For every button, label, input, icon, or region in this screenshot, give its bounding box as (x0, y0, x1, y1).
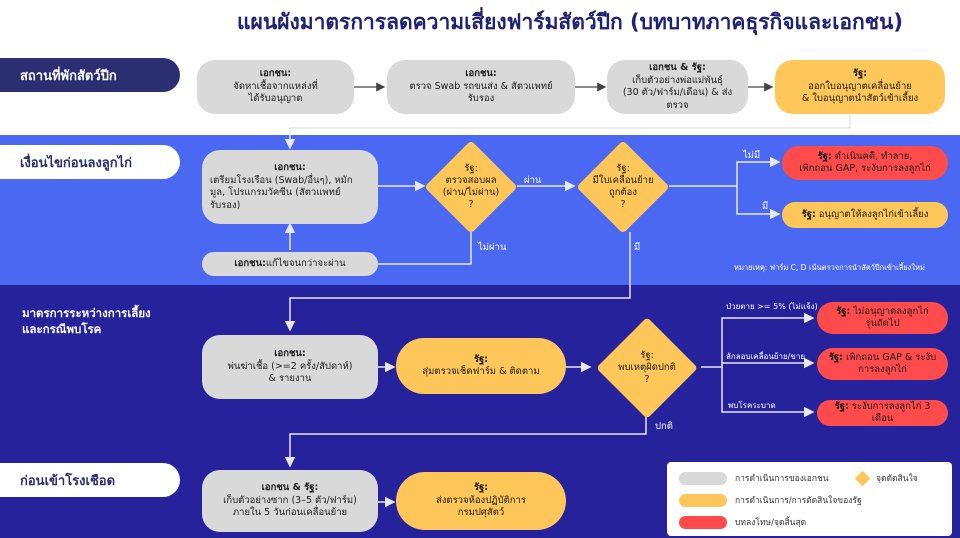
box-body: รัฐ: เพิกถอน GAP & ระงับ การลงลูกไก่ (828, 351, 937, 376)
prosecute-box: รัฐ: ดำเนินคดี, ทำลาย, เพิกถอน GAP, ระงั… (782, 146, 948, 180)
box-body: ส่งตรวจห้องปฏิบัติการ กรมปศุสัตว์ (435, 494, 526, 519)
legend-private: การดำเนินการของเอกชน (679, 471, 829, 485)
random-inspect-box: รัฐ: สุ่มตรวจเช็คฟาร์ม & ติดตาม (396, 338, 566, 394)
decision-text: รัฐ: ตรวจสอบผล (ผ่าน/ไม่ผ่าน) ? (442, 163, 500, 210)
sample-parent-stock-box: เอกชน & รัฐ: เก็บตัวอย่างพ่อแม่พันธุ์ (3… (607, 60, 748, 114)
check-result-decision: รัฐ: ตรวจสอบผล (ผ่าน/ไม่ผ่าน) ? (424, 140, 518, 234)
legend-swatch-gray (679, 471, 727, 485)
legend-label: การดำเนินการของเอกชน (735, 474, 829, 484)
lab-test-box: รัฐ: ส่งตรวจห้องปฏิบัติการ กรมปศุสัตว์ (396, 472, 566, 530)
legend-label: บทลงโทษ/จุดสิ้นสุด (735, 518, 807, 528)
box-body: พ่นฆ่าเชื้อ (>=2 ครั้ง/สัปดาห์) & รายงาน (227, 360, 353, 385)
legend-penalty: บทลงโทษ/จุดสิ้นสุด (679, 515, 806, 529)
section-label-shelter: สถานที่พักสัตว์ปีก (0, 58, 180, 92)
box-head: เอกชน: (465, 68, 497, 80)
section-label-pre-slaughter: ก่อนเข้าโรงเชือด (0, 463, 180, 497)
disinfect-box: เอกชน: พ่นฆ่าเชื้อ (>=2 ครั้ง/สัปดาห์) &… (202, 335, 378, 399)
box-body: รัฐ: ไม่อนุญาตลงลูกไก่ รุ่นถัดไป (836, 305, 929, 330)
box-body: เตรียมโรงเรือน (Swab/อื่นๆ), หมัก มูล, โ… (210, 174, 353, 211)
box-body: เก็บตัวอย่างซาก (3–5 ตัว/ฟาร์ม) ภายใน 5 … (223, 494, 357, 519)
legend-state: การดำเนินการ/การตัดสินใจของรัฐ (679, 493, 862, 507)
check-permit-decision: รัฐ: มีใบเคลื่อนย้าย ถูกต้อง ? (576, 140, 670, 234)
box-body: รัฐ: อนุญาตให้ลงลูกไก่เข้าเลี้ยง (801, 208, 929, 220)
box-body: รัฐ: ดำเนินคดี, ทำลาย, เพิกถอน GAP, ระงั… (799, 150, 931, 175)
legend-decision: จุดตัดสินใจ (854, 470, 918, 486)
no-permit-label: ไม่มี (743, 150, 761, 161)
allow-chicks-box: รัฐ: อนุญาตให้ลงลูกไก่เข้าเลี้ยง (782, 202, 948, 228)
legend-diamond (854, 470, 871, 486)
legend-label: จุดตัดสินใจ (876, 474, 918, 484)
issue-permit-box: รัฐ: ออกใบอนุญาตเคลื่อนย้าย & ใบอนุญาตนำ… (775, 60, 945, 114)
box-body: รัฐ: ระงับการลงลูกไก่ 3 เดือน (834, 400, 931, 425)
has-permit-label: มี (762, 201, 769, 212)
normal-label: ปกติ (655, 421, 673, 432)
section-label-pre-chick: เงื่อนไขก่อนลงลูกไก่ (0, 145, 180, 179)
fail-label: ไม่ผ่าน (478, 242, 507, 253)
prepare-house-box: เอกชน: เตรียมโรงเรือน (Swab/อื่นๆ), หมัก… (202, 150, 378, 224)
box-body: สุ่มตรวจเช็คฟาร์ม & ติดตาม (422, 366, 540, 377)
fix-until-pass-box: เอกชน: แก้ไขจนกว่าจะผ่าน (202, 252, 378, 276)
carcass-sample-box: เอกชน & รัฐ: เก็บตัวอย่างซาก (3–5 ตัว/ฟา… (202, 470, 378, 532)
box-head: เอกชน: (274, 162, 306, 173)
has-permit-label-2: มี (634, 242, 641, 253)
box-head: เอกชน & รัฐ: (261, 482, 319, 494)
box-head: เอกชน: (259, 68, 292, 80)
source-breeder-box: เอกชน: จัดหาเชื้อจากแหล่งที่ ได้รับอนุญา… (197, 60, 354, 114)
box-head: เอกชน & รัฐ: (649, 62, 706, 73)
box-head: รัฐ: (473, 353, 489, 365)
legend-swatch-orange (679, 493, 727, 507)
box-head: เอกชน: (234, 257, 266, 269)
legend-swatch-red (679, 515, 727, 529)
branch-mortality-label: ป่วยตาย >= 5% (ไม่แจ้ง) (726, 302, 818, 311)
note-text: หมายเหตุ: ฟาร์ม C, D เน้นตรวจการนำสัตว์ป… (734, 263, 925, 272)
deny-next-batch-box: รัฐ: ไม่อนุญาตลงลูกไก่ รุ่นถัดไป (817, 302, 948, 334)
decision-text: รัฐ: พบเหตุผิดปกติ ? (618, 350, 676, 385)
box-body: ออกใบอนุญาตเคลื่อนย้าย & ใบอนุญาตนำสัตว์… (801, 80, 919, 105)
box-body: จัดหาเชื้อจากแหล่งที่ ได้รับอนุญาต (233, 80, 318, 105)
branch-smuggle-label: ลักลอบเคลื่อนย้าย/ขาย (726, 352, 806, 361)
decision-text: รัฐ: มีใบเคลื่อนย้าย ถูกต้อง ? (592, 163, 654, 210)
branch-outbreak-label: พบโรคระบาด (728, 401, 776, 410)
swab-vehicle-box: เอกชน: ตรวจ Swab รถขนส่ง & สัตวแพทย์ รับ… (387, 60, 575, 114)
legend: การดำเนินการของเอกชน จุดตัดสินใจ การดำเน… (667, 462, 952, 536)
suspend-3-months-box: รัฐ: ระงับการลงลูกไก่ 3 เดือน (817, 400, 948, 426)
section-label-raising: มาตรการระหว่างการเลี้ยง และกรณีพบโรค (22, 306, 151, 336)
revoke-gap-box: รัฐ: เพิกถอน GAP & ระงับ การลงลูกไก่ (817, 348, 948, 380)
legend-label: การดำเนินการ/การตัดสินใจของรัฐ (735, 496, 862, 506)
box-body: ตรวจ Swab รถขนส่ง & สัตวแพทย์ รับรอง (409, 80, 553, 105)
box-head: รัฐ: (473, 482, 489, 494)
page-title: แผนผังมาตรการลดความเสี่ยงฟาร์มสัตว์ปีก (… (237, 10, 903, 34)
box-body: แก้ไขจนกว่าจะผ่าน (265, 257, 346, 269)
box-body: เก็บตัวอย่างพ่อแม่พันธุ์ (30 ตัว/ฟาร์ม/เ… (622, 74, 733, 111)
box-head: เอกชน: (274, 348, 306, 360)
box-head: รัฐ: (852, 68, 868, 80)
abnormal-decision: รัฐ: พบเหตุผิดปกติ ? (592, 317, 702, 419)
pass-label: ผ่าน (524, 175, 542, 186)
